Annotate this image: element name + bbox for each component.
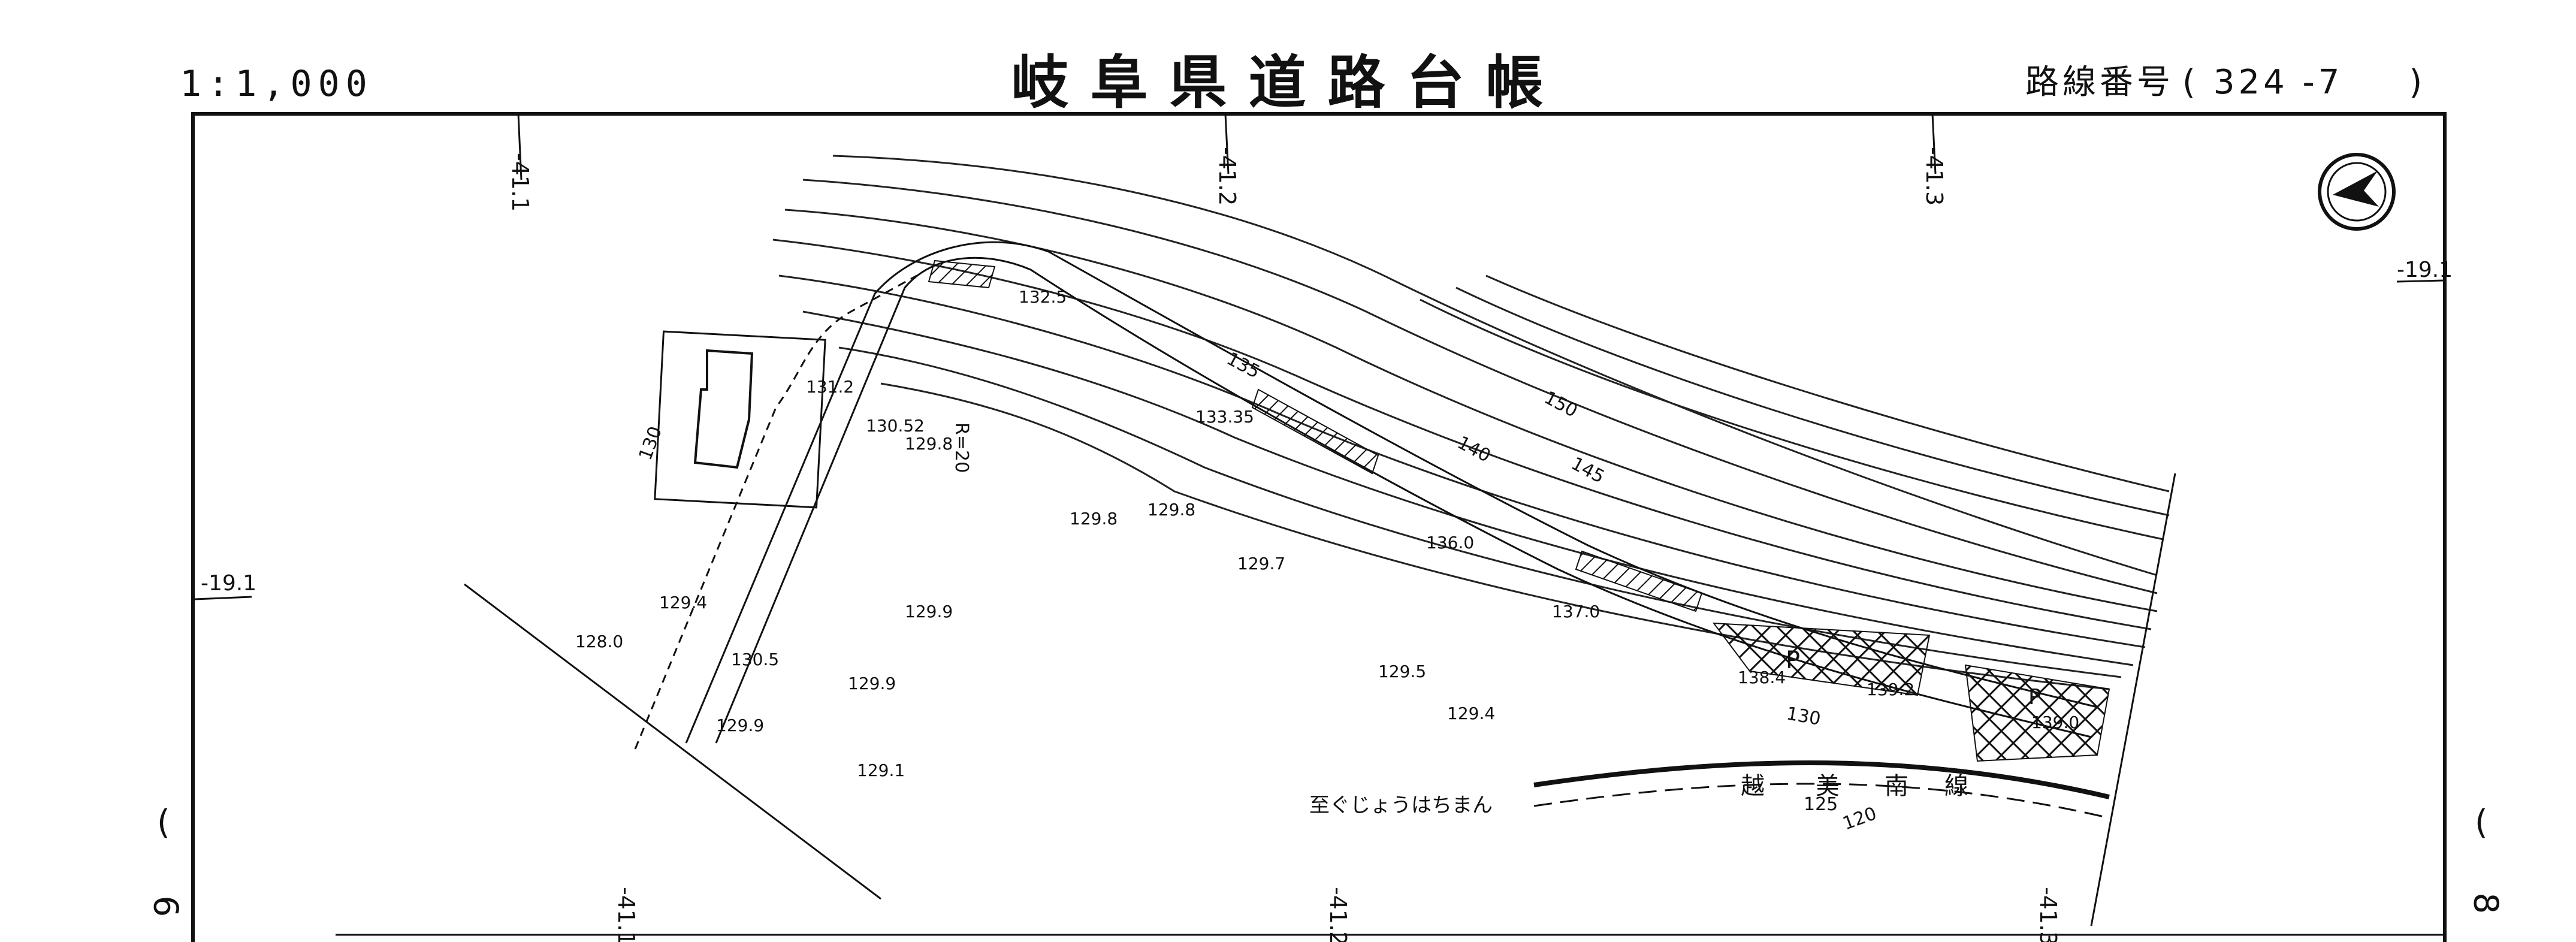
spot-height: 130.52 — [866, 416, 925, 436]
spot-height: 139.0 — [2031, 712, 2079, 732]
parcel-outline — [654, 330, 826, 509]
page-title: 岐阜県道路台帳 — [1011, 49, 1565, 116]
grid-label-bottom: -41.2 — [1325, 887, 1351, 942]
parking-area — [1712, 622, 1931, 696]
grid-label-right: -19.1 — [2397, 258, 2453, 282]
curve-radius: R=20 — [951, 422, 972, 473]
north-arrow-icon — [2318, 153, 2396, 231]
spot-height: 129.9 — [848, 674, 896, 693]
building — [693, 349, 754, 469]
grid-label-top: -41.1 — [507, 153, 533, 212]
route-value: 324 -7 — [2213, 63, 2344, 102]
grid-label-bottom: -41.1 — [613, 887, 639, 942]
road-name-char: 越 — [1741, 772, 1765, 800]
map-frame — [191, 112, 2447, 942]
spot-height: 129.4 — [1447, 704, 1495, 723]
grid-label-top: -41.2 — [1214, 147, 1240, 206]
spot-height: 129.8 — [905, 434, 953, 454]
grid-label-left: -19.1 — [201, 571, 256, 596]
road-name-char: 南 — [1885, 772, 1908, 800]
map-edge — [464, 583, 881, 900]
grid-label-bottom: -41.3 — [2035, 887, 2061, 942]
road-direction: 至ぐじょうはちまん — [1309, 793, 1493, 817]
contour-label: 120 — [1840, 803, 1880, 834]
spot-height: 129.8 — [1147, 500, 1195, 520]
grid-tick — [194, 596, 252, 600]
contour-label: 145 — [1568, 453, 1608, 488]
spot-height: 133.35 — [1195, 407, 1254, 427]
spot-heights: 131.2 130.52 129.8 132.5 133.35 129.8 12… — [575, 287, 2079, 780]
map-scale: 1:1,000 — [180, 63, 373, 105]
route-close: ) — [2409, 63, 2426, 102]
right-paren: ( — [2475, 803, 2488, 842]
grid-tick — [1931, 113, 1937, 174]
retaining-wall — [928, 259, 996, 289]
contour-label: 140 — [1454, 432, 1494, 467]
spot-height: 128.0 — [575, 632, 623, 651]
spot-height: 129.9 — [716, 715, 764, 735]
spot-height: 129.5 — [1378, 662, 1426, 681]
spot-height: 129.1 — [857, 760, 905, 780]
spot-height: 139.2 — [1867, 680, 1914, 699]
spot-height: 129.7 — [1237, 554, 1285, 573]
grid-tick — [1224, 113, 1230, 174]
spot-height: 130.5 — [731, 650, 779, 669]
grid-tick — [2396, 279, 2444, 283]
road-name-char: 美 — [1816, 772, 1840, 800]
contour-label: 130 — [1785, 703, 1822, 729]
contour-lines — [772, 155, 2170, 690]
retaining-wall — [1251, 388, 1379, 475]
spot-height: 131.2 — [806, 377, 854, 397]
route-label: 路線番号 — [2025, 63, 2174, 102]
spot-height: 132.5 — [1019, 287, 1067, 307]
spot-height: 129.9 — [905, 602, 953, 621]
parking-label: P — [1786, 647, 1800, 674]
grid-label-top: -41.3 — [1921, 147, 1947, 206]
spot-height: 138.4 — [1738, 668, 1786, 687]
map-edge — [2090, 473, 2176, 926]
parking-label: P — [2028, 685, 2042, 709]
retaining-wall — [1575, 550, 1703, 612]
spot-height: 136.0 — [1426, 533, 1474, 552]
road-labels: 越 美 南 線 至ぐじょうはちまん R=20 P P — [951, 422, 2042, 817]
route-open: ( — [2182, 63, 2199, 102]
spot-height: 137.0 — [1552, 602, 1600, 621]
grid-tick — [517, 113, 523, 180]
left-paren: ( — [157, 803, 170, 842]
spot-height: 129.8 — [1070, 509, 1118, 529]
parking-area — [1964, 664, 2110, 762]
contour-label: 125 — [1804, 794, 1838, 815]
contour-label: 130 — [635, 424, 666, 463]
road-name-char: 線 — [1944, 772, 1968, 800]
spot-height: 129.4 — [659, 593, 707, 612]
main-road — [1533, 760, 2110, 819]
route-number: 路線番号(324 -7) — [2025, 55, 2434, 104]
